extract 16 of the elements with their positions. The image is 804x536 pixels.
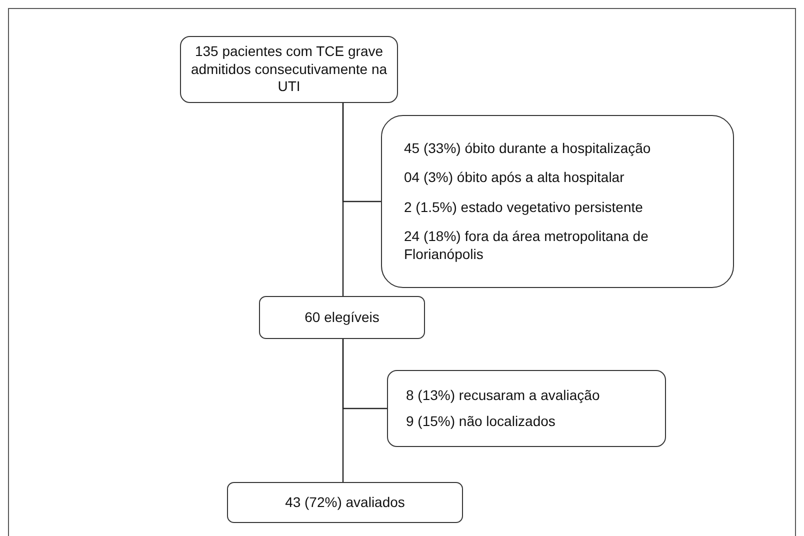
box-text: 43 (72%) avaliados: [284, 494, 406, 512]
process-box: [381, 115, 734, 288]
box-text: 135 pacientes com TCE grave admitidos consecutivamente na UTI: [190, 43, 388, 96]
connector-line: [342, 103, 381, 202]
process-box: [180, 36, 398, 103]
box-text: 60 elegíveis: [304, 308, 380, 326]
process-box: [259, 296, 425, 339]
connector-line: [342, 339, 387, 410]
process-box: [387, 370, 666, 447]
box-text: 45 (33%) óbito durante a hospitalização: [404, 140, 652, 158]
process-box: [227, 482, 463, 523]
box-text: 9 (15%) não localizados: [406, 412, 556, 430]
box-text: 24 (18%) fora da área metropolitana de Florianópolis: [404, 228, 650, 264]
box-text: 8 (13%) recusaram a avaliação: [406, 387, 601, 404]
box-text: 2 (1.5%) estado vegetativo persistente: [404, 198, 644, 216]
box-text: 04 (3%) óbito após a alta hospitalar: [404, 169, 626, 187]
